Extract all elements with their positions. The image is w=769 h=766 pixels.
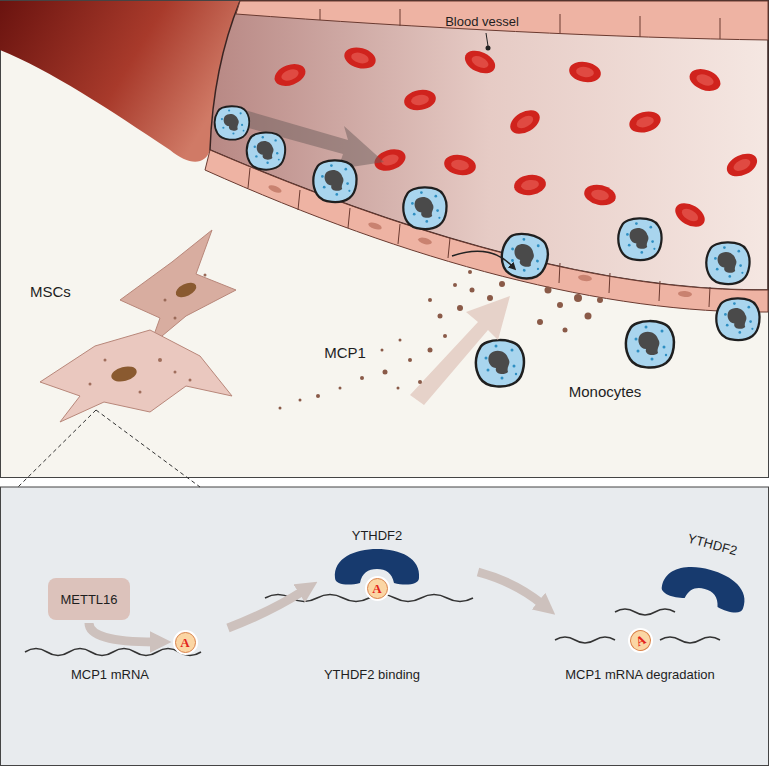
enzyme-name: METTL16 — [60, 592, 117, 607]
vessel-outer — [0, 1, 240, 162]
label-text: MSCs — [30, 283, 71, 301]
mcp1-dots — [279, 270, 604, 410]
leader-dot — [486, 46, 491, 51]
vessel-bottom-wall — [205, 150, 768, 312]
leader-line — [486, 33, 488, 46]
label-text: YTHDF2 — [352, 528, 403, 544]
red-blood-cells — [272, 44, 761, 231]
chemotaxis-arrow — [410, 296, 510, 405]
monocytes — [215, 106, 760, 386]
m6a-circle: A — [175, 632, 196, 653]
label-text: Blood vessel — [445, 14, 519, 30]
vessel-lumen — [210, 1, 768, 290]
bottom-panel — [1, 487, 769, 766]
label-text: YTHDF2 binding — [324, 667, 420, 683]
endothelial-cells — [248, 9, 720, 307]
step-arrow — [478, 572, 542, 604]
zoom-lines — [18, 410, 200, 487]
migration-arrow — [452, 251, 512, 266]
vessel-top-wall — [236, 1, 768, 40]
top-panel — [1, 1, 769, 478]
enzyme-box: METTL16 — [48, 578, 130, 620]
label-text: Monocytes — [569, 383, 642, 401]
msc-cells — [40, 230, 236, 422]
m6a-circle: A — [367, 578, 388, 599]
label-text: MCP1 mRNA degradation — [565, 667, 715, 683]
methylation-arrow — [89, 623, 155, 642]
label-text: MCP1 — [324, 344, 366, 362]
step-arrow — [228, 591, 303, 628]
m6a-letter: A — [633, 632, 647, 648]
flow-arrow — [234, 108, 384, 169]
ythdf2-protein — [660, 559, 751, 615]
m6a-letter: A — [180, 636, 189, 649]
label-text: MCP1 mRNA — [71, 667, 149, 683]
m6a-letter: A — [372, 582, 381, 595]
